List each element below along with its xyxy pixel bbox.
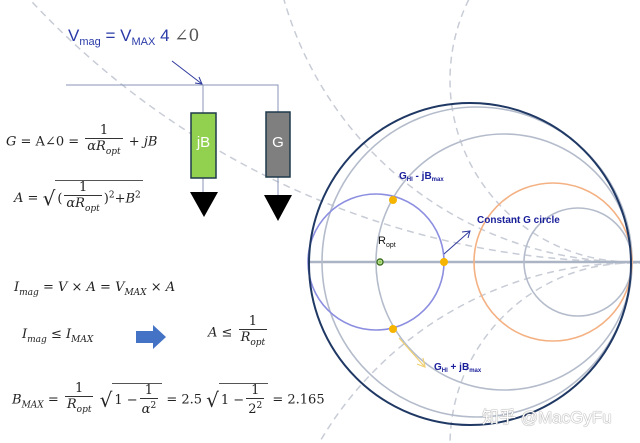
smith-outer-circle [308, 102, 632, 426]
point-g-hi [440, 258, 448, 266]
arrow-to-g-plus [398, 337, 426, 368]
vmag-arrow [171, 60, 203, 85]
g-label: G [272, 134, 284, 151]
vmag-label: Vmag = VMAX 4 ∠0 [68, 26, 200, 48]
label-g-minus-jb: GHI - jBmax [399, 171, 444, 183]
watermark: 知乎 @MacGyFu [482, 408, 612, 427]
point-g-plus [389, 325, 397, 333]
ground-icon [190, 192, 218, 217]
jb-component [190, 112, 217, 179]
ground-icon [264, 195, 292, 221]
implies-arrow-icon [136, 325, 166, 349]
label-ropt: Ropt [378, 235, 396, 249]
circuit-wires [66, 84, 279, 195]
point-g-minus [389, 196, 397, 204]
label-constant-g-circle: Constant G circle [477, 215, 560, 226]
equation-imag-limit: Imag ≤ IMAX [22, 327, 94, 345]
constant-g-circle [473, 182, 633, 342]
jb-label: jB [196, 134, 211, 151]
g-component [265, 111, 291, 178]
equation-imag: Imag = V × A = VMAX × A [14, 280, 176, 298]
arrow-to-constant-g [443, 230, 471, 255]
label-g-plus-jb: GHI + jBmax [434, 362, 482, 374]
